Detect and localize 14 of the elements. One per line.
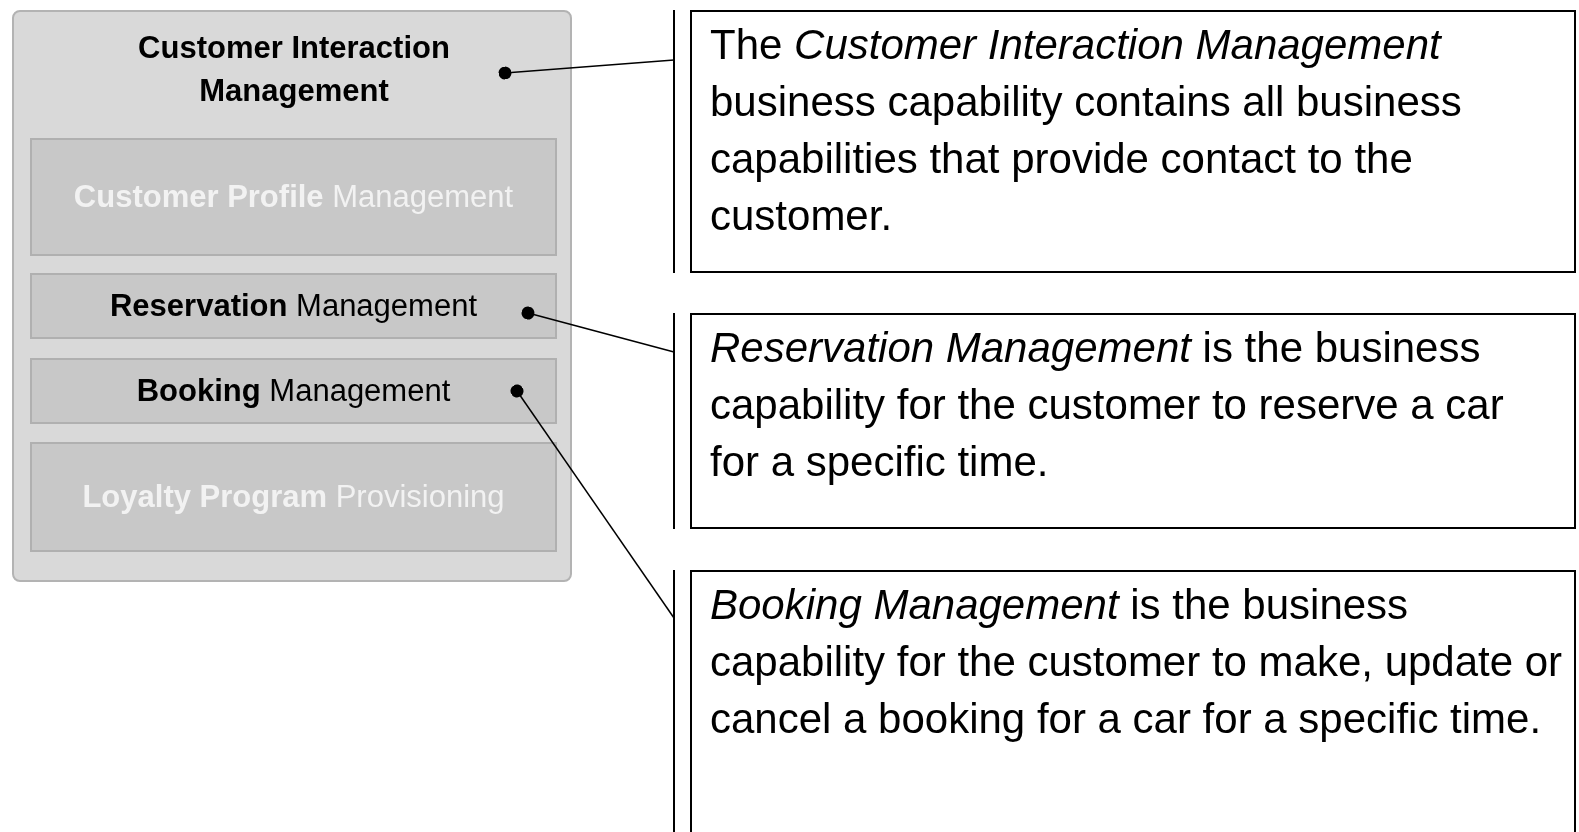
leader-line	[498, 59, 675, 80]
group-heading: Customer Interaction Management	[137, 29, 451, 111]
callout-text: Reservation Management is the business capability for the customer to reserve a car for a specific time.	[690, 313, 1576, 529]
callout-text: The Customer Interaction Management business capability contains all business capabilities that provide contact to the customer.	[690, 10, 1576, 273]
capability-box	[30, 442, 557, 552]
capability-box	[30, 358, 557, 424]
leader-line	[521, 306, 675, 353]
callout-text: Booking Management is the business capability for the customer to make, update or cancel a booking for a car for a specific time.	[690, 570, 1576, 832]
capability-group-box	[12, 10, 572, 582]
capability-label: Reservation Management	[110, 287, 477, 326]
capability-box	[30, 138, 557, 256]
capability-box	[30, 273, 557, 339]
capability-label: Booking Management	[136, 372, 451, 411]
leader-line	[510, 384, 675, 619]
